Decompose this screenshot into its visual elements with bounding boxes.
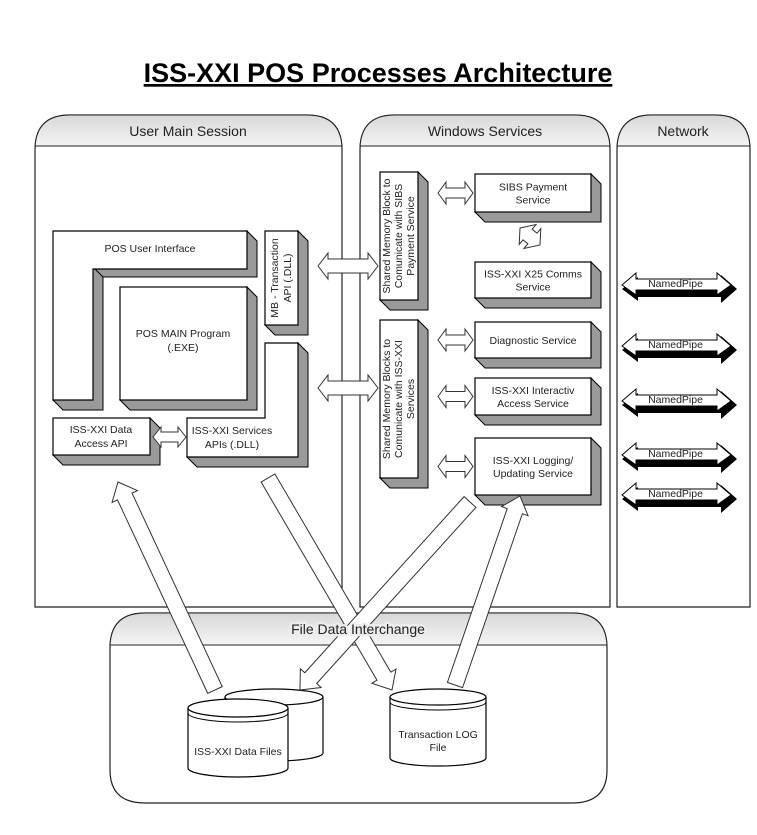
double-arrow-icon [152, 425, 187, 449]
pipe-label: NamedPipe [648, 488, 703, 500]
block-label: ISS-XXI Interactiv [492, 385, 576, 397]
pipe-face [621, 332, 732, 357]
data-access-api-block: ISS-XXI Data Access API [51, 416, 161, 466]
pipe-face [621, 271, 732, 296]
pipe-face [621, 387, 732, 412]
pipe-label: NamedPipe [648, 394, 703, 406]
arrow-down-icon [260, 473, 397, 691]
block-label: Payment Service [405, 196, 417, 276]
cylinder-label: File [430, 742, 447, 754]
named-pipe-arrow: NamedPipe [621, 271, 737, 303]
block-face [474, 173, 592, 213]
block-label: Access API [74, 438, 127, 450]
double-arrow-icon [437, 327, 474, 353]
double-arrow-icon [437, 453, 474, 480]
double-arrow-icon [437, 383, 474, 410]
double-arrow-icon [518, 223, 542, 250]
transaction-log-cylinder: Transaction LOG File [389, 688, 487, 767]
pos-user-interface-block: POS User Interface [52, 229, 258, 411]
shared-memory-iss-block: Shared Memory Blocks to Comunicate with … [378, 318, 429, 489]
pipe-label: NamedPipe [648, 448, 703, 460]
block-label: Services [405, 379, 417, 419]
panel-title: Windows Services [428, 123, 542, 139]
pipe-face [621, 481, 732, 506]
block-label: ISS-XXI Logging/ [493, 455, 574, 467]
mb-transaction-api-block: MB - Transaction API (.DLL) [263, 229, 309, 336]
named-pipe-arrow: NamedPipe [621, 387, 737, 419]
services-apis-block: ISS-XXI Services APIs (.DLL) [185, 341, 309, 468]
block-label: Shared Memory Blocks to [381, 339, 393, 459]
block-label: (.EXE) [168, 342, 199, 354]
block-label: Service [515, 282, 550, 294]
block-label: Updating Service [493, 468, 573, 480]
pipe-label: NamedPipe [648, 339, 703, 351]
pipe-label: NamedPipe [648, 278, 703, 290]
arrow-down-icon [299, 495, 477, 691]
shared-memory-sibs-block: Shared Memory Block to Comunicate with S… [378, 170, 429, 311]
block-face [474, 321, 592, 359]
named-pipe-arrow: NamedPipe [621, 481, 737, 513]
panel-title: User Main Session [129, 123, 247, 139]
block-label: API (.DLL) [282, 253, 294, 302]
named-pipes: NamedPipeNamedPipeNamedPipeNamedPipeName… [621, 271, 737, 513]
arrow-up-icon [446, 495, 529, 689]
block-label: APIs (.DLL) [205, 439, 259, 451]
arrow-up-icon [111, 481, 223, 695]
block-label: ISS-XXI Services [192, 425, 273, 437]
block-label: Access Service [497, 398, 569, 410]
block-label: Diagnostic Service [490, 335, 577, 347]
named-pipe-arrow: NamedPipe [621, 441, 737, 473]
block-label: ISS-XXI X25 Comms [484, 269, 582, 281]
double-arrow-icon [437, 180, 474, 206]
pipe-face [621, 441, 732, 466]
block-label: Service [515, 195, 550, 207]
cylinder-label: ISS-XXI Data Files [194, 746, 282, 758]
cylinder-label: Transaction LOG [398, 729, 478, 741]
double-arrow-icon [317, 373, 379, 403]
arrows [111, 180, 542, 695]
block-label: POS MAIN Program [136, 328, 231, 340]
data-files-cylinder: ISS-XXI Data Files [187, 688, 324, 778]
named-pipe-arrow: NamedPipe [621, 332, 737, 364]
double-arrow-icon [317, 251, 379, 281]
service-logging: ISS-XXI Logging/Updating Service [473, 436, 602, 506]
block-face [474, 437, 592, 496]
block-face [474, 377, 592, 416]
block-face [474, 261, 592, 299]
block-label: Shared Memory Block to [381, 178, 393, 293]
block-label: ISS-XXI Data [70, 424, 133, 436]
panel-title: Network [657, 123, 709, 139]
block-label: Comunicate with ISS-XXI [393, 340, 405, 458]
block-label: MB - Transaction [269, 238, 281, 318]
block-label: POS User Interface [104, 243, 195, 255]
panel-title: File Data Interchange [291, 621, 425, 637]
block-label: SIBS Payment [499, 182, 567, 194]
service-diagnostic: Diagnostic Service [473, 320, 602, 369]
diagram-title: ISS-XXI POS Processes Architecture [144, 58, 613, 88]
pos-main-program-block: POS MAIN Program (.EXE) [118, 285, 258, 411]
block-label: Comunicate with SIBS [393, 184, 405, 288]
